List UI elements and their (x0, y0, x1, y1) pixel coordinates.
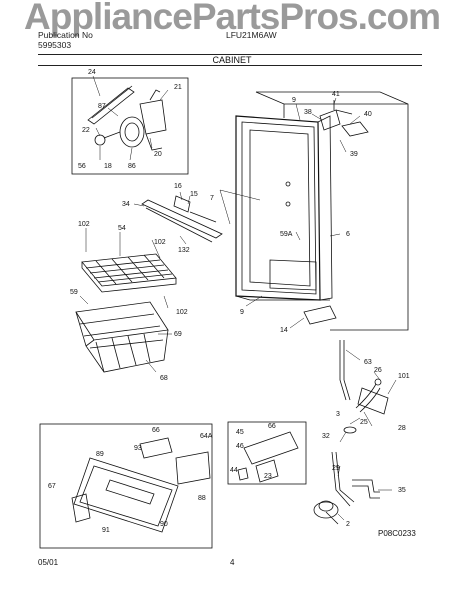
callout-39: 39 (350, 151, 358, 158)
alarm-assembly-inset (227, 421, 307, 485)
callout-29: 29 (332, 465, 340, 472)
leveling-foot (313, 500, 339, 525)
callout-59: 59 (70, 289, 78, 296)
leader-lines (79, 75, 397, 521)
section-title: CABINET (212, 55, 252, 65)
control-panel (73, 437, 211, 533)
publication-number: 5995303 (38, 40, 72, 50)
callout-2: 2 (346, 521, 350, 528)
callout-89: 89 (96, 451, 104, 458)
callout-38: 38 (304, 109, 312, 116)
callout-46: 46 (236, 443, 244, 450)
callout-69: 69 (174, 331, 182, 338)
freezer-cabinet (235, 91, 409, 331)
hinge-bracket (303, 305, 389, 415)
callout-41: 41 (332, 91, 340, 98)
footer-page: 4 (230, 558, 235, 567)
panel-light (71, 493, 91, 523)
callout-22: 22 (82, 127, 90, 134)
drain-elbow (352, 479, 380, 499)
callout-64A: 64A (200, 433, 213, 440)
callout-14: 14 (280, 327, 288, 334)
callout-90: 90 (160, 521, 168, 528)
callout-45: 45 (236, 429, 244, 436)
callout-67: 67 (48, 483, 56, 490)
cold-control-assembly (319, 100, 369, 137)
shelf-cover-bar (141, 195, 223, 243)
footer-date: 05/01 (38, 558, 59, 567)
callout-102-basket: 102 (176, 309, 188, 316)
callout-56: 56 (78, 163, 86, 170)
light-assembly-inset (71, 77, 189, 175)
callout-25: 25 (360, 419, 368, 426)
callout-34: 34 (122, 201, 130, 208)
callout-59A: 59A (280, 231, 293, 238)
callout-28: 28 (398, 425, 406, 432)
callout-35: 35 (398, 487, 406, 494)
publication-label: Publication No (38, 30, 93, 40)
control-panel-inset (39, 423, 213, 549)
callout-21: 21 (174, 84, 182, 91)
callout-88: 88 (198, 495, 206, 502)
wire-shelf (81, 253, 177, 293)
light-socket-assembly (87, 85, 167, 151)
diagram-id: P08C0233 (378, 529, 416, 538)
callout-101: 101 (398, 373, 410, 380)
callout-102-shelf-right: 102 (154, 239, 166, 246)
callout-9-top: 9 (292, 97, 296, 104)
model-number: LFU21M6AW (226, 30, 277, 40)
callout-93: 93 (134, 445, 142, 452)
callout-86: 86 (128, 163, 136, 170)
header-rule-top (38, 54, 422, 55)
callout-26: 26 (374, 367, 382, 374)
callout-32: 32 (322, 433, 330, 440)
callout-9-bottom: 9 (240, 309, 244, 316)
callout-40: 40 (364, 111, 372, 118)
header-rule-bottom (38, 65, 422, 66)
callout-6: 6 (346, 231, 350, 238)
callout-24: 24 (88, 69, 96, 76)
callout-87: 87 (98, 103, 106, 110)
watermark: AppliancePartsPros.com (24, 0, 441, 37)
drain-tube (331, 340, 381, 507)
callout-3: 3 (336, 411, 340, 418)
callout-16: 16 (174, 183, 182, 190)
callout-15: 15 (190, 191, 198, 198)
callout-68: 68 (160, 375, 168, 382)
callout-23: 23 (264, 473, 272, 480)
callout-66-panel: 66 (152, 427, 160, 434)
callout-44: 44 (230, 467, 238, 474)
drain-plug (343, 426, 357, 434)
alarm-switch-assembly (237, 431, 299, 483)
callout-7: 7 (210, 195, 214, 202)
callout-18: 18 (104, 163, 112, 170)
callout-91: 91 (102, 527, 110, 534)
callout-54: 54 (118, 225, 126, 232)
callout-63: 63 (364, 359, 372, 366)
callout-132: 132 (178, 247, 190, 254)
callout-66-alarm: 66 (268, 423, 276, 430)
callout-102-shelf-left: 102 (78, 221, 90, 228)
wire-basket (75, 301, 169, 373)
callout-20: 20 (154, 151, 162, 158)
